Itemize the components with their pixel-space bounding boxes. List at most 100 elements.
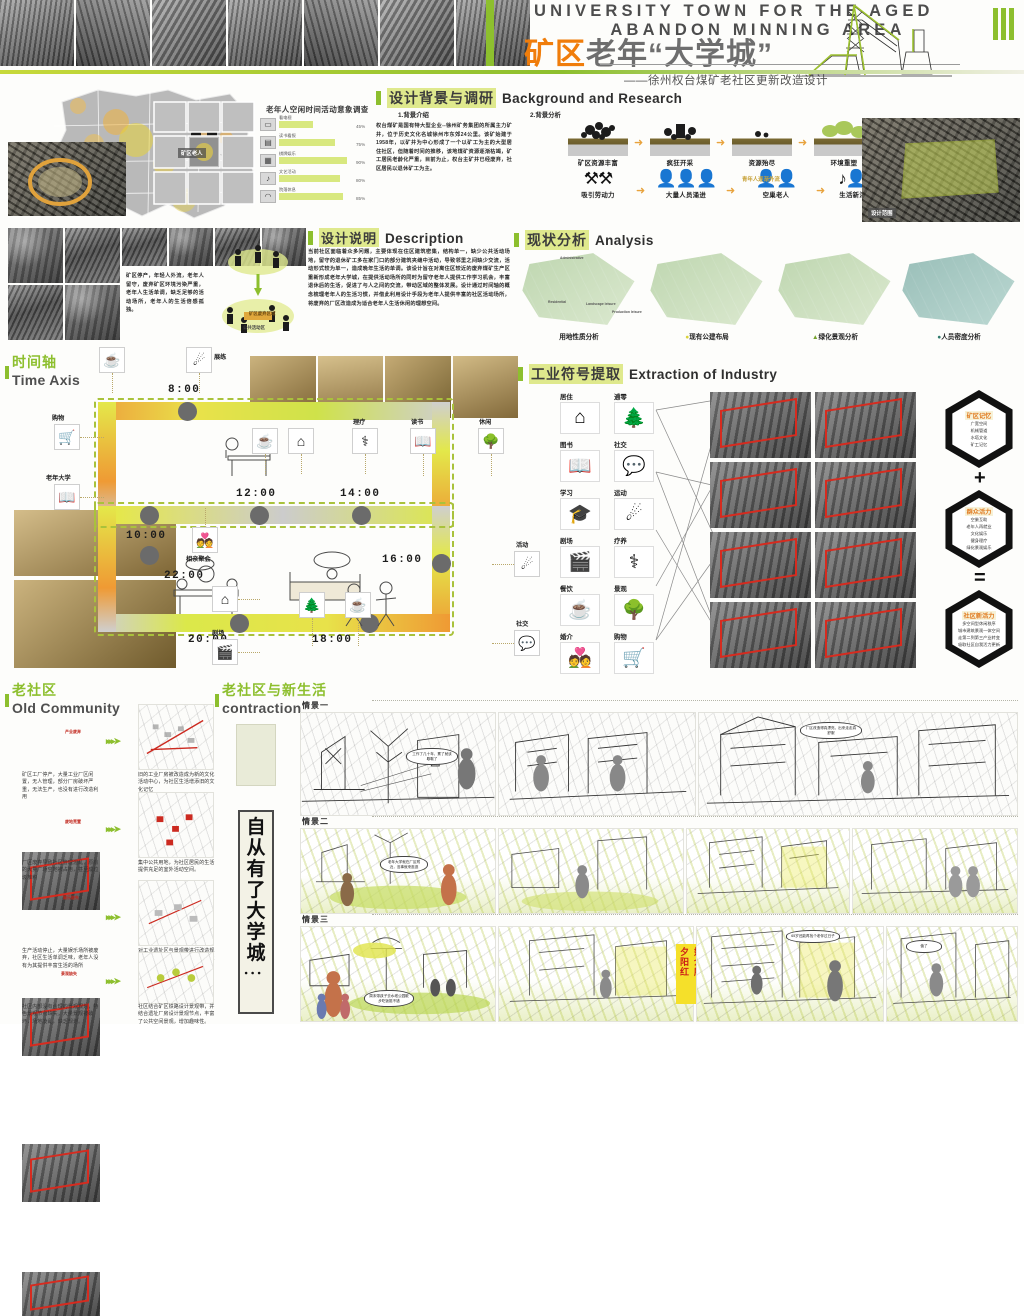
section-tick bbox=[308, 231, 313, 245]
connector-line bbox=[358, 618, 359, 646]
mine-photo bbox=[8, 228, 63, 283]
connector-line bbox=[492, 643, 514, 644]
mine-photo-grid bbox=[8, 228, 120, 340]
plan-diagram bbox=[138, 952, 214, 1004]
connector-line bbox=[199, 373, 200, 393]
icon-card-park[interactable]: 🌲 bbox=[299, 592, 325, 618]
industry-icon-tree[interactable]: 逋零🌲 bbox=[614, 392, 654, 434]
scenario-bubble: 工作了几十年，累了就该歇歇了 bbox=[406, 748, 458, 766]
analysis-map-greenery: ▲绿化景观分析 bbox=[776, 250, 894, 341]
contraction-placeholder-panel bbox=[236, 724, 276, 786]
time-node bbox=[352, 506, 371, 525]
new-life-caption: 旧的工业厂房被改造成为新的文化活动中心，为社区生活增添旧的文化记忆 bbox=[138, 772, 215, 793]
industry-icon-theater[interactable]: 剧场🎬 bbox=[560, 536, 600, 578]
industry-icon-sport[interactable]: 运动☄ bbox=[614, 488, 654, 530]
legend-tree-icon: ▲ bbox=[811, 334, 819, 341]
scenario-render-2c bbox=[686, 828, 850, 914]
scenario-render-3c bbox=[696, 926, 884, 1022]
portrait-photo bbox=[304, 0, 378, 66]
analysis-map-art bbox=[778, 253, 891, 325]
flow-label: 环境重塑 bbox=[830, 160, 858, 167]
photo-problem-label: 产业废弃 bbox=[65, 729, 81, 734]
icon-card-social[interactable]: 💬 bbox=[514, 630, 540, 656]
industry-photo bbox=[815, 462, 916, 528]
industry-icon-marriage[interactable]: 婚介💑 bbox=[560, 632, 600, 674]
icon-card-therapy[interactable]: ⚕ bbox=[352, 428, 378, 454]
industry-icon-house[interactable]: 居住⌂ bbox=[560, 392, 600, 434]
track-outline-lower bbox=[94, 502, 454, 636]
icon-card-theater[interactable]: 🎬 bbox=[212, 639, 238, 665]
portrait-photo bbox=[0, 0, 74, 66]
icon-card-coffee-2[interactable]: ☕ bbox=[252, 428, 278, 454]
header-accent-bar bbox=[486, 0, 494, 66]
icon-card-reading[interactable]: 📖 bbox=[410, 428, 436, 454]
worker-figures-icon: ⚒⚒ bbox=[583, 169, 613, 188]
industry-icon-book[interactable]: 图书📖 bbox=[560, 440, 600, 482]
time-node bbox=[360, 614, 379, 633]
hexagon-item: 走第二到第三产业转变 bbox=[958, 634, 1000, 640]
sign-column-1: 夕阳红 bbox=[679, 947, 689, 977]
industry-icon-shopping[interactable]: 购物🛒 bbox=[614, 632, 654, 674]
scenario-render-2d bbox=[852, 828, 1018, 914]
icon-card-activity[interactable]: ☄ bbox=[514, 551, 540, 577]
flow-node: 👤👤👤 大量人员涌进 bbox=[648, 168, 724, 199]
old-community-caption: 厂区废弃导致社区管理混乱，原有的大量广场空地被占用，甚至成垃圾堆积 bbox=[22, 860, 99, 881]
icon-card-label: 购物 bbox=[52, 415, 65, 422]
icon-card-leisure[interactable]: 🌳 bbox=[478, 428, 504, 454]
time-node bbox=[140, 506, 159, 525]
time-node bbox=[178, 402, 197, 421]
header-bottom-rule bbox=[0, 70, 1024, 74]
mine-area-marker: 矿区老人 bbox=[178, 148, 206, 158]
industry-icon-cafe[interactable]: 餐饮☕ bbox=[560, 584, 600, 626]
icon-card-matchmaking[interactable]: 💑 bbox=[192, 527, 218, 553]
flow-art-resources bbox=[568, 120, 628, 156]
icon-card-shopping[interactable]: 🛒 bbox=[54, 424, 80, 450]
industry-photo bbox=[710, 602, 811, 668]
background-analysis-title: 2.背景分析 bbox=[530, 112, 561, 119]
diagram-label-abandoned: 矿区废弃区域 bbox=[249, 311, 276, 316]
section-title-cn: 设计背景与调研 bbox=[387, 88, 496, 108]
connector-line bbox=[238, 652, 260, 653]
sketch-vignette-dining bbox=[156, 556, 260, 624]
section-header-industry: 工业符号提取 Extraction of Industry bbox=[518, 364, 777, 384]
industry-photo bbox=[710, 392, 811, 458]
section-header-background: 设计背景与调研 Background and Research bbox=[376, 88, 682, 108]
survey-row: ♪ 文艺活动 bbox=[260, 169, 353, 185]
survey-bar-label: 棋牌娱乐 bbox=[279, 151, 296, 156]
hexagon-item: 文化娱乐 bbox=[970, 531, 988, 536]
icon-card-coffee-3[interactable]: ☕ bbox=[345, 592, 371, 618]
survey-bar bbox=[279, 139, 336, 146]
section-header-description: 设计说明 Description bbox=[308, 228, 464, 247]
icon-card-home-2[interactable]: ⌂ bbox=[212, 586, 238, 612]
section-title-en: Background and Research bbox=[502, 91, 683, 106]
time-node bbox=[230, 614, 249, 633]
scenario-label-1: 情景一 bbox=[302, 701, 329, 710]
icon-card-label: 活动 bbox=[516, 542, 529, 549]
industry-icon-medical[interactable]: 疗养⚕ bbox=[614, 536, 654, 578]
icon-card-coffee[interactable]: ☕ bbox=[99, 347, 125, 373]
icon-card-home[interactable]: ⌂ bbox=[288, 428, 314, 454]
title-chinese-grey: 老年“大学城” bbox=[586, 38, 773, 71]
survey-bar bbox=[279, 121, 314, 128]
analysis-map-landuse: 用地性质分析 bbox=[520, 250, 638, 341]
slogan-char: 城 bbox=[246, 943, 266, 964]
hexagon-title: 矿区记忆 bbox=[964, 410, 994, 420]
icon-card-senior-university[interactable]: 📖 bbox=[54, 484, 80, 510]
arrow-icon: ➜ bbox=[816, 185, 826, 197]
section-header-oldcommunity: 老社区 Old Community bbox=[5, 680, 121, 716]
medical-icon: ⚕ bbox=[614, 546, 654, 578]
section-title-en: Old Community bbox=[12, 700, 121, 716]
title-subtitle: ——徐州权台煤矿老社区更新改造设计 bbox=[624, 75, 828, 87]
survey-bar-label: 文艺活动 bbox=[279, 169, 296, 174]
survey-value: 90% bbox=[356, 160, 366, 165]
section-title-en: Description bbox=[385, 231, 464, 246]
industry-icon-study[interactable]: 学习🎓 bbox=[560, 488, 600, 530]
analysis-map-art bbox=[522, 253, 635, 325]
connector-line bbox=[423, 454, 424, 476]
industry-icon-chat[interactable]: 社交💬 bbox=[614, 440, 654, 482]
flow-label: 大量人员涌进 bbox=[665, 192, 707, 199]
industry-icon-landscape[interactable]: 景观🌳 bbox=[614, 584, 654, 626]
title-english: UNIVERSITY TOWN FOR THE AGED ABANDON MIN… bbox=[534, 2, 1004, 40]
header-portrait-strip bbox=[0, 0, 530, 66]
icon-card-exercise[interactable]: ☄ bbox=[186, 347, 212, 373]
